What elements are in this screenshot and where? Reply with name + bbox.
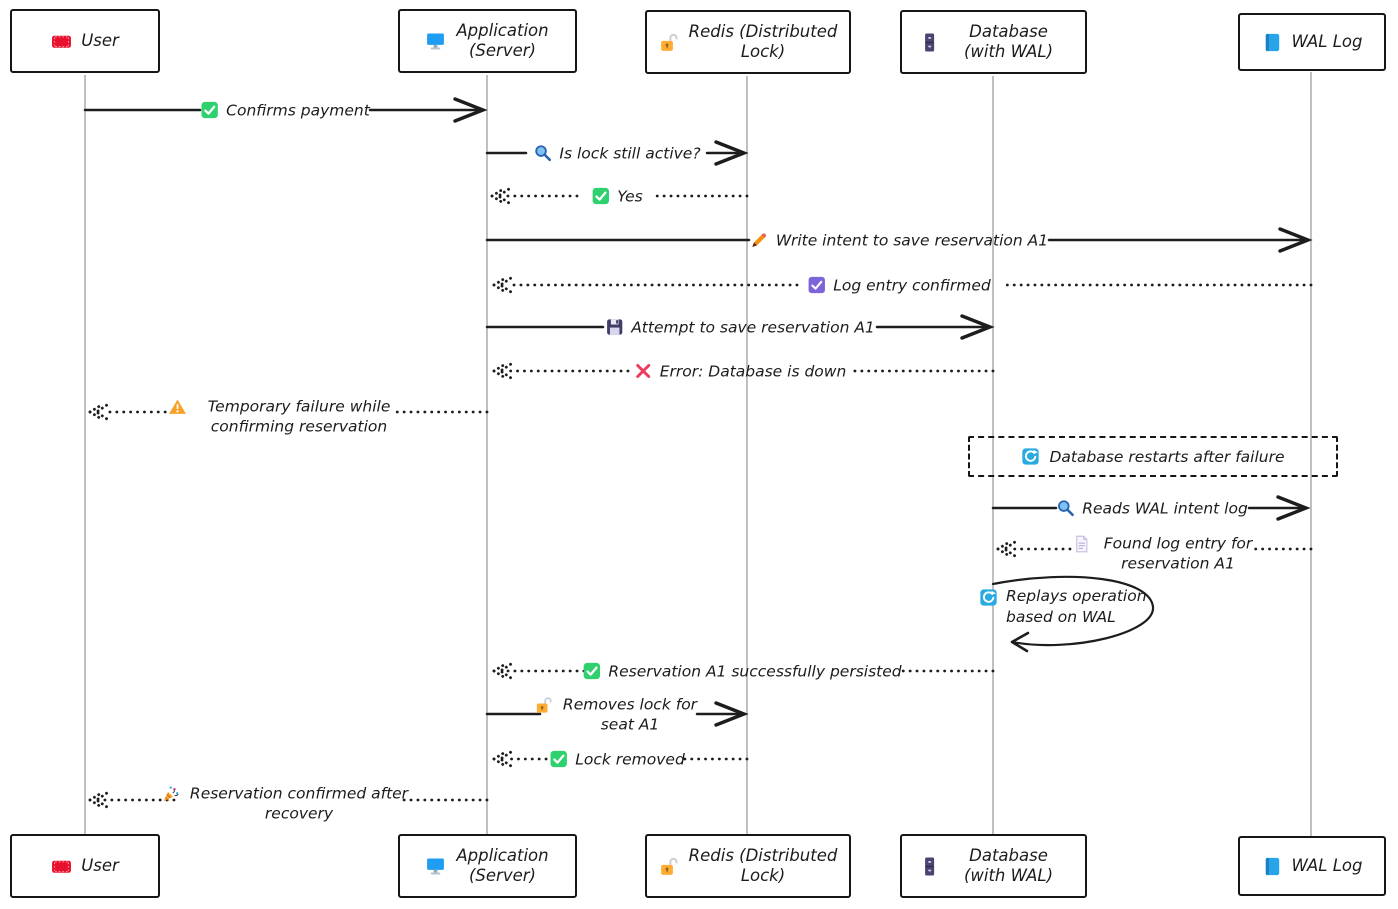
message-error-db-down: Error: Database is down bbox=[634, 362, 846, 381]
message-removes-lock: Removes lock for seat A1 bbox=[527, 695, 707, 736]
actor-label: Application (Server) bbox=[456, 845, 549, 885]
arrow-reservation-confirmed bbox=[88, 789, 489, 811]
message-found-log-entry: Found log entry for reservation A1 bbox=[1065, 534, 1265, 575]
actor-label: Redis (Distributed Lock) bbox=[688, 845, 838, 885]
actor-top-redis: Redis (Distributed Lock) bbox=[645, 10, 851, 74]
message-confirms-payment: Confirms payment bbox=[200, 101, 370, 120]
arrow-error-db-down bbox=[492, 360, 995, 382]
arrow-removes-lock bbox=[485, 701, 749, 727]
monitor-icon bbox=[425, 856, 446, 877]
warning-icon bbox=[168, 398, 187, 417]
actor-bottom-redis: Redis (Distributed Lock) bbox=[645, 834, 851, 898]
message-write-intent: Write intent to save reservation A1 bbox=[750, 231, 1048, 250]
arrow-write-intent bbox=[485, 227, 1313, 253]
message-log-entry-confirmed: Log entry confirmed bbox=[807, 276, 991, 295]
arrow-attempt-save bbox=[485, 314, 995, 340]
actor-label: WAL Log bbox=[1291, 31, 1363, 51]
note-database-restarts: Database restarts after failure bbox=[968, 436, 1338, 477]
actor-bottom-app: Application (Server) bbox=[398, 834, 577, 898]
check-icon bbox=[582, 662, 601, 681]
actor-top-user: User bbox=[10, 9, 160, 73]
message-attempt-save: Attempt to save reservation A1 bbox=[605, 318, 875, 337]
dotted-arrows bbox=[88, 185, 1313, 811]
arrow-confirms-payment bbox=[83, 97, 488, 123]
self-message-replays-operation: Replays operation based on WAL bbox=[979, 586, 1166, 629]
ballot-check-icon bbox=[807, 276, 826, 295]
arrow-log-entry-confirmed bbox=[492, 274, 1313, 296]
actor-bottom-db: Database (with WAL) bbox=[900, 834, 1087, 898]
solid-arrows bbox=[83, 97, 1313, 727]
ticket-icon bbox=[51, 856, 72, 877]
actor-label: Database (with WAL) bbox=[963, 21, 1054, 61]
actor-label: Redis (Distributed Lock) bbox=[688, 21, 838, 61]
actor-top-db: Database (with WAL) bbox=[900, 10, 1087, 74]
floppy-icon bbox=[605, 318, 624, 337]
x-icon bbox=[634, 362, 653, 381]
message-reservation-confirmed: Reservation confirmed after recovery bbox=[151, 784, 421, 825]
ticket-icon bbox=[51, 31, 72, 52]
check-icon bbox=[549, 750, 568, 769]
lifelines bbox=[84, 72, 1312, 837]
replay-icon bbox=[979, 588, 998, 607]
message-temporary-failure: Temporary failure while confirming reser… bbox=[161, 397, 411, 438]
actor-top-app: Application (Server) bbox=[398, 9, 577, 73]
book-icon bbox=[1262, 32, 1283, 53]
database-icon bbox=[919, 856, 940, 877]
message-is-lock-still-active: Is lock still active? bbox=[533, 144, 701, 163]
arrow-temporary-failure bbox=[88, 401, 489, 423]
actor-label: Database (with WAL) bbox=[963, 845, 1054, 885]
arrow-reads-wal-log bbox=[991, 495, 1311, 521]
replay-icon bbox=[1021, 447, 1040, 466]
party-icon bbox=[161, 785, 180, 804]
arrow-lock-removed bbox=[492, 748, 749, 770]
message-reads-wal-log: Reads WAL intent log bbox=[1056, 499, 1248, 518]
arrow-is-lock-still-active bbox=[485, 140, 749, 166]
monitor-icon bbox=[425, 31, 446, 52]
book-icon bbox=[1262, 856, 1283, 877]
database-icon bbox=[919, 32, 940, 53]
message-yes: Yes bbox=[591, 187, 643, 206]
lock-open-icon bbox=[658, 856, 679, 877]
check-icon bbox=[591, 187, 610, 206]
actor-bottom-user: User bbox=[10, 834, 160, 898]
actor-bottom-wal: WAL Log bbox=[1238, 836, 1386, 896]
lock-open-icon bbox=[534, 696, 553, 715]
search-icon bbox=[533, 144, 552, 163]
self-loop-replays-operation bbox=[991, 575, 1155, 653]
search-icon bbox=[1056, 499, 1075, 518]
actor-label: WAL Log bbox=[1291, 855, 1363, 875]
lock-open-icon bbox=[658, 32, 679, 53]
page-icon bbox=[1072, 535, 1091, 554]
actor-top-wal: WAL Log bbox=[1238, 13, 1386, 71]
arrow-yes bbox=[490, 185, 749, 207]
arrow-found-log-entry bbox=[996, 538, 1313, 560]
pencil-icon bbox=[750, 231, 769, 250]
actor-label: Application (Server) bbox=[456, 20, 549, 60]
arrow-reservation-persisted bbox=[492, 660, 995, 682]
check-icon bbox=[200, 101, 219, 120]
message-lock-removed: Lock removed bbox=[549, 750, 685, 769]
actor-label: User bbox=[81, 855, 119, 875]
message-reservation-persisted: Reservation A1 successfully persisted bbox=[582, 662, 902, 681]
actor-label: User bbox=[81, 30, 119, 50]
